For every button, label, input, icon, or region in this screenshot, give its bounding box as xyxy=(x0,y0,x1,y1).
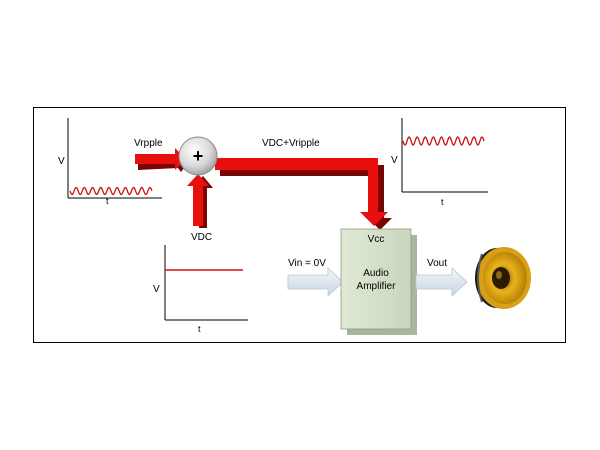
vout-label: Vout xyxy=(427,258,447,269)
ripple-graph-v-label: V xyxy=(58,156,65,167)
power-path xyxy=(135,148,392,230)
summing-junction: + xyxy=(178,136,218,176)
speaker-icon xyxy=(475,247,531,309)
dc-ripple-graph-v-label: V xyxy=(391,155,398,166)
plus-sign: + xyxy=(193,146,204,166)
vcc-label: Vcc xyxy=(368,234,385,245)
diagram-frame xyxy=(33,107,566,343)
amplifier-label-line2: Amplifier xyxy=(357,281,397,292)
vdc-vripple-bus xyxy=(215,158,388,226)
vout-arrow xyxy=(415,267,468,297)
dc-graph: V t xyxy=(153,245,248,334)
dc-ripple-graph-t-label: t xyxy=(441,197,444,207)
plus-circle-icon xyxy=(178,136,218,176)
vripple-arrow xyxy=(135,148,186,170)
vdc-label: VDC xyxy=(191,232,212,243)
ripple-graph: V t xyxy=(58,118,162,206)
amplifier-label-line1: Audio xyxy=(363,268,389,279)
dc-graph-t-label: t xyxy=(198,324,201,334)
vin-label: Vin = 0V xyxy=(288,258,326,269)
vripple-label: Vrpple xyxy=(134,138,163,149)
dc-plus-ripple-waveform xyxy=(402,136,485,146)
ripple-graph-t-label: t xyxy=(106,196,109,206)
dc-plus-ripple-graph: V t xyxy=(391,118,488,207)
dc-graph-v-label: V xyxy=(153,284,160,295)
amplifier-body xyxy=(340,228,412,330)
vdc-vripple-label: VDC+Vripple xyxy=(262,138,320,149)
ripple-waveform xyxy=(69,186,153,196)
audio-amplifier: Vcc Audio Amplifier xyxy=(340,228,417,335)
vin-arrow xyxy=(287,267,344,297)
vdc-arrow xyxy=(187,174,209,226)
